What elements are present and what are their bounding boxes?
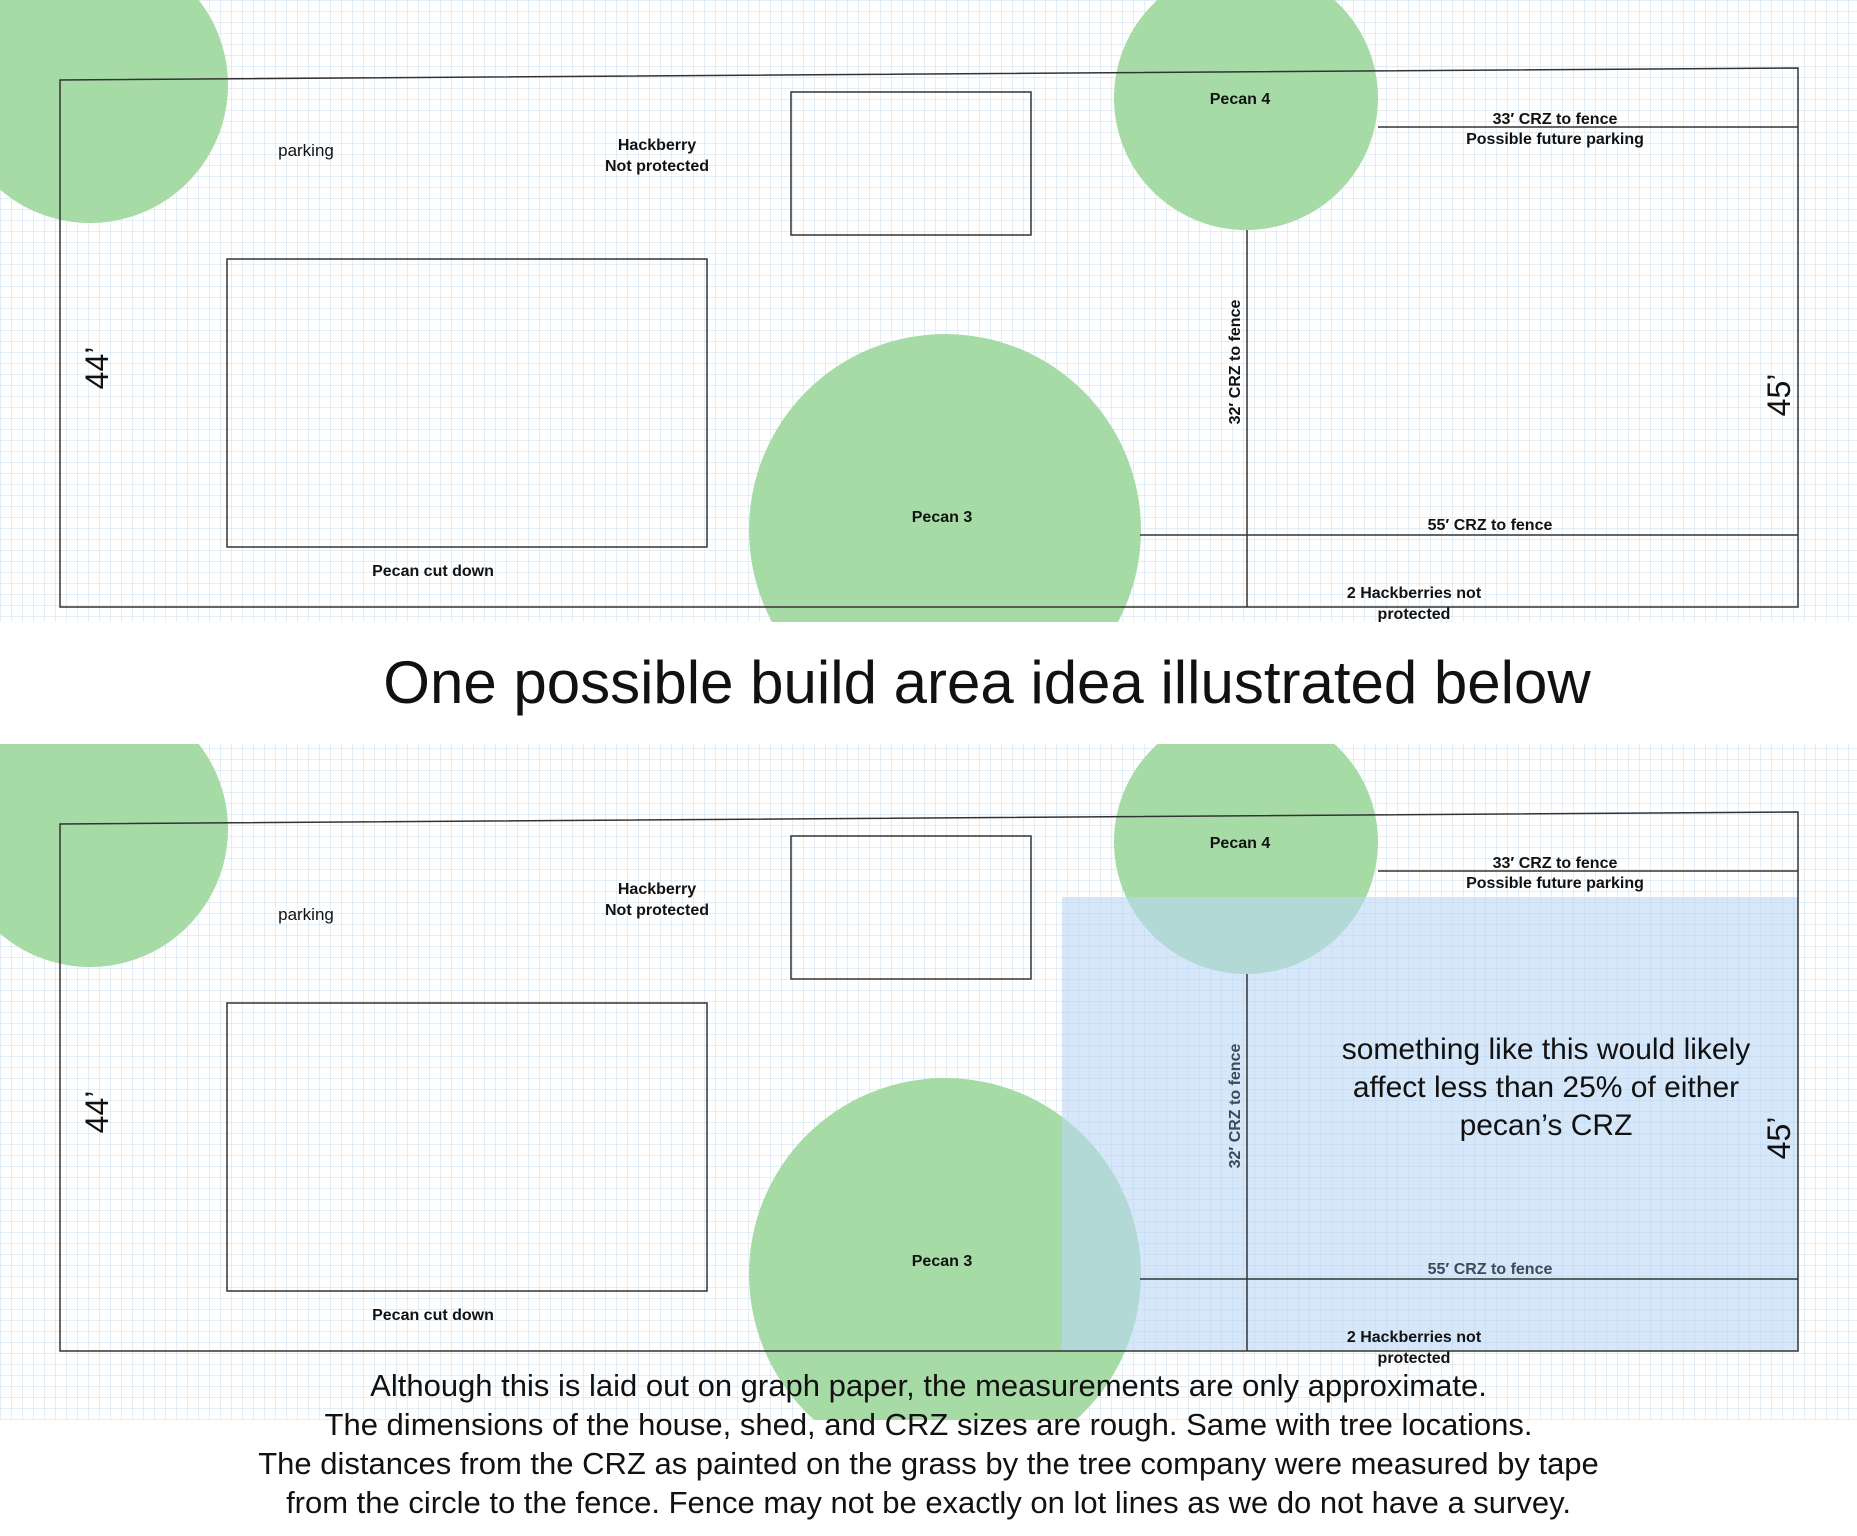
tree-crz-circle-left — [0, 744, 228, 967]
tree-crz-circle-pecan-3 — [749, 334, 1141, 622]
dimension-right-45: 45’ — [1761, 374, 1797, 417]
dimension-right-45: 45’ — [1761, 1117, 1797, 1160]
hackberry-label-line2: Not protected — [605, 902, 709, 919]
build-area-note-line1: something like this would likely — [1342, 1033, 1751, 1066]
build-area-note-line3: pecan’s CRZ — [1460, 1109, 1633, 1142]
shed-outline — [790, 91, 1032, 236]
dimension-left-44: 44’ — [79, 1091, 115, 1134]
disclaimer-text: Although this is laid out on graph paper… — [0, 1366, 1857, 1522]
crz-55-label: 55′ CRZ to fence — [1428, 517, 1553, 534]
tree-crz-circle-left — [0, 0, 228, 223]
parking-label: parking — [278, 141, 334, 160]
house-outline — [226, 258, 708, 548]
crz-55-label: 55′ CRZ to fence — [1428, 1261, 1553, 1278]
crz-33-label-line1: 33′ CRZ to fence — [1493, 111, 1618, 128]
top-plan-panel: parking Hackberry Not protected Pecan 4 … — [0, 0, 1857, 623]
house-outline — [226, 1002, 708, 1292]
two-hackberries-label-line2: protected — [1378, 1350, 1451, 1367]
build-area-note-line2: affect less than 25% of either — [1353, 1071, 1739, 1104]
disclaimer-line-4: from the circle to the fence. Fence may … — [286, 1485, 1571, 1520]
dimension-left-44: 44’ — [79, 347, 115, 390]
disclaimer-line-3: The distances from the CRZ as painted on… — [258, 1446, 1599, 1481]
two-hackberries-label-line2: protected — [1378, 606, 1451, 623]
crz-32-label: 32′ CRZ to fence — [1227, 1044, 1244, 1169]
pecan-cut-label: Pecan cut down — [372, 563, 494, 580]
section-heading: One possible build area idea illustrated… — [383, 649, 1591, 716]
bottom-plan-panel: parking Hackberry Not protected Pecan 4 … — [0, 744, 1857, 1420]
crz-32-label: 32′ CRZ to fence — [1227, 300, 1244, 425]
shed-outline — [790, 835, 1032, 980]
crz-33-label-line2: Possible future parking — [1466, 875, 1644, 892]
parking-label: parking — [278, 905, 334, 924]
pecan-4-label: Pecan 4 — [1210, 835, 1271, 852]
pecan-3-label: Pecan 3 — [912, 1253, 973, 1270]
lot-outline — [59, 811, 1799, 1352]
tree-crz-circle-pecan-4 — [1114, 0, 1378, 230]
two-hackberries-label-line1: 2 Hackberries not — [1347, 1329, 1482, 1346]
tree-crz-circle-pecan-3 — [749, 1078, 1141, 1420]
pecan-4-label: Pecan 4 — [1210, 91, 1271, 108]
hackberry-label-line2: Not protected — [605, 158, 709, 175]
disclaimer-line-1: Although this is laid out on graph paper… — [370, 1368, 1487, 1403]
crz-33-label-line1: 33′ CRZ to fence — [1493, 855, 1618, 872]
disclaimer-line-2: The dimensions of the house, shed, and C… — [324, 1407, 1533, 1442]
proposed-build-area — [1062, 897, 1798, 1351]
two-hackberries-label-line1: 2 Hackberries not — [1347, 585, 1482, 602]
hackberry-label-line1: Hackberry — [618, 881, 696, 898]
hackberry-label-line1: Hackberry — [618, 137, 696, 154]
pecan-3-label: Pecan 3 — [912, 509, 973, 526]
crz-33-label-line2: Possible future parking — [1466, 131, 1644, 148]
pecan-cut-label: Pecan cut down — [372, 1307, 494, 1324]
lot-outline — [59, 67, 1799, 608]
